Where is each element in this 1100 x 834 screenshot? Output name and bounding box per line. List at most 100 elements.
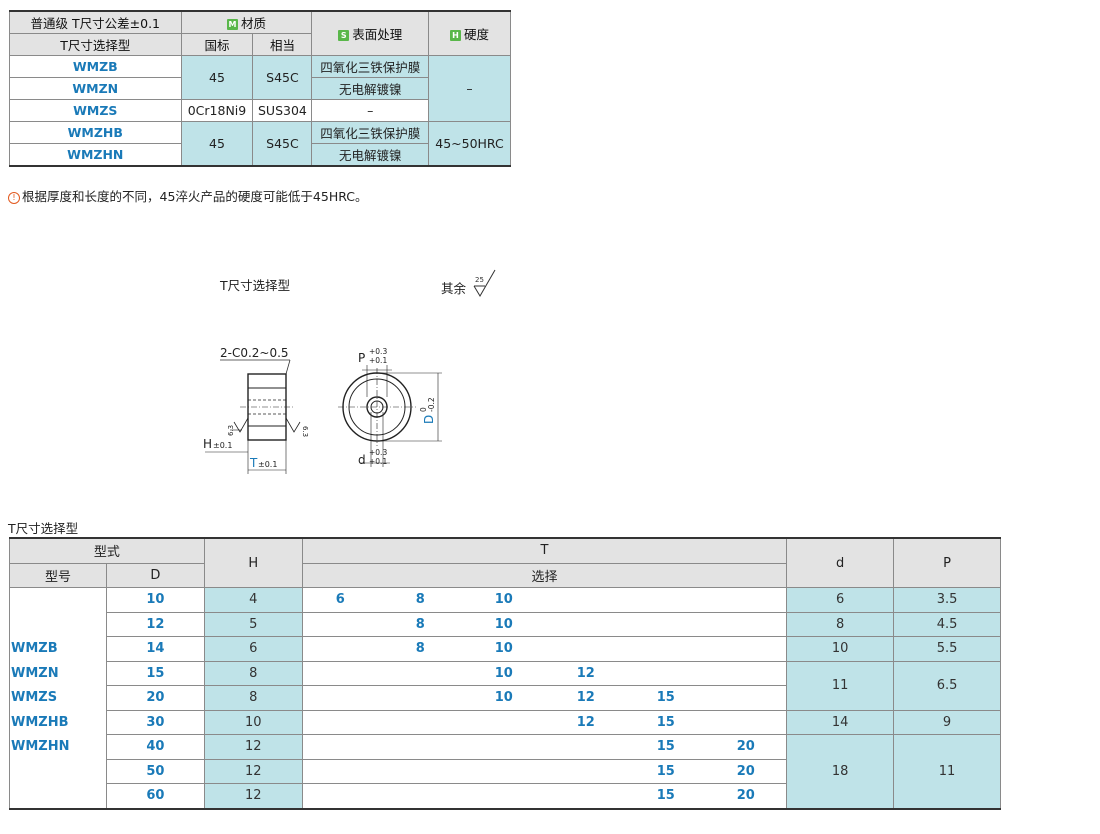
T-option: 20 [736, 788, 755, 803]
hardness-cell: – [428, 55, 511, 122]
rest-roughness-label: 其余 [441, 281, 467, 296]
header-P: P [893, 537, 1001, 588]
model-code: WMZHB [9, 121, 182, 144]
d-value: 18 [786, 734, 895, 809]
t-dimension: T [249, 456, 258, 470]
H-value: 4 [203, 587, 303, 613]
surface-cell: – [311, 99, 429, 122]
T-option: 12 [576, 714, 595, 730]
header-standard: 国标 [180, 33, 254, 56]
roughness-symbol-icon [473, 269, 496, 297]
P-value: 3.5 [893, 587, 1001, 613]
header-T: T [301, 537, 788, 564]
t-tolerance: ±0.1 [258, 460, 277, 469]
H-value: 12 [203, 758, 303, 784]
header-H: H [203, 537, 303, 588]
H-value: 12 [203, 734, 303, 760]
D-value: 30 [105, 709, 205, 735]
drawing-title: T尺寸选择型 [220, 278, 291, 293]
surface-badge-icon: S [338, 30, 350, 41]
model-code [9, 759, 107, 784]
header-t-select-type: T尺寸选择型 [9, 33, 182, 56]
dim-section-title: T尺寸选择型 [8, 521, 79, 536]
T-options: 8 10 [301, 636, 788, 662]
D-tolerance-upper: 0 [419, 407, 428, 412]
D-value: 10 [105, 587, 205, 613]
side-view [205, 373, 301, 474]
p-dimension: P [358, 351, 365, 365]
header-equivalent: 相当 [252, 33, 313, 56]
model-code: WMZN [9, 77, 182, 100]
model-code: WMZHN [9, 143, 182, 167]
model-code: WMZN [9, 661, 107, 686]
T-option: 8 [415, 641, 425, 656]
D-value: 20 [105, 685, 205, 711]
T-option: 6 [335, 592, 345, 607]
h-tolerance: ±0.1 [213, 441, 232, 450]
T-option: 15 [656, 690, 675, 705]
P-value: 9 [893, 709, 1001, 735]
h-dimension: H [203, 437, 212, 451]
standard-cell: 45 [180, 55, 254, 100]
P-value: 6.5 [893, 660, 1001, 711]
D-value: 60 [105, 783, 205, 809]
equivalent-cell: SUS304 [252, 99, 313, 122]
header-grade-tolerance: 普通级 T尺寸公差±0.1 [9, 10, 182, 34]
T-option: 10 [494, 690, 513, 705]
d-value: 11 [786, 660, 895, 711]
d-value: 6 [786, 587, 895, 613]
model-code [9, 612, 107, 637]
standard-cell: 45 [180, 121, 254, 167]
P-value: 5.5 [893, 636, 1001, 662]
hardness-note: !根据厚度和长度的不同，45淬火产品的硬度可能低于45HRC。 [8, 186, 368, 205]
d-tolerance-upper: +0.3 [369, 448, 387, 457]
surface-cell: 四氧化三铁保护膜 [311, 121, 429, 144]
D-value: 15 [105, 660, 205, 686]
D-value: 14 [105, 636, 205, 662]
model-code: WMZS [9, 685, 107, 710]
model-code: WMZB [9, 55, 182, 78]
surface-cell: 无电解镀镍 [311, 77, 429, 100]
D-dimension: D [422, 415, 436, 424]
H-value: 5 [203, 611, 303, 637]
side-roughness-left: 6.3 [227, 425, 235, 436]
H-value: 8 [203, 660, 303, 686]
front-view [338, 365, 442, 467]
D-value: 50 [105, 758, 205, 784]
model-code [9, 587, 107, 612]
T-option: 15 [656, 763, 675, 779]
standard-cell: 0Cr18Ni9 [180, 99, 254, 122]
D-value: 12 [105, 611, 205, 637]
D-value: 40 [105, 734, 205, 760]
d-dimension: d [358, 453, 366, 467]
p-tolerance-upper: +0.3 [369, 347, 387, 356]
equivalent-cell: S45C [252, 121, 313, 167]
p-tolerance-lower: +0.1 [369, 356, 387, 365]
side-roughness-right: 6.3 [301, 426, 309, 437]
T-option: 10 [494, 592, 513, 607]
H-value: 6 [203, 636, 303, 662]
header-form: 型式 [9, 537, 205, 564]
header-select: 选择 [301, 562, 788, 588]
header-D: D [105, 562, 205, 588]
T-option: 20 [736, 763, 755, 779]
H-value: 8 [203, 685, 303, 711]
header-d: d [786, 537, 895, 588]
model-code: WMZS [9, 99, 182, 122]
T-option: 10 [494, 641, 513, 656]
